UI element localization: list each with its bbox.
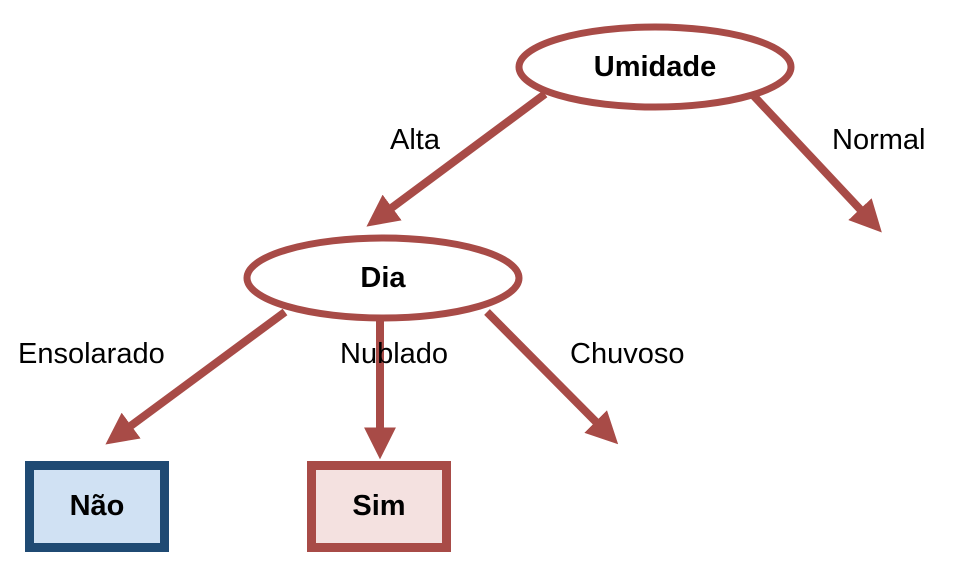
edge-label-chuvoso: Chuvoso [570, 338, 685, 370]
edge-dia-chuvoso [484, 309, 619, 445]
dia-node: Dia [360, 261, 406, 294]
edge-label-ensolarado: Ensolarado [18, 338, 165, 370]
umidade-node: Umidade [593, 50, 717, 83]
edge-umidade-normal [749, 91, 882, 233]
leaf-nao: Não [25, 461, 169, 552]
edge-label-normal: Normal [832, 124, 926, 156]
edge-label-alta: Alta [390, 124, 440, 156]
edge-dia-ensolarado [105, 308, 288, 445]
umidade-node-shape [515, 23, 795, 111]
dia-node-shape [243, 234, 523, 322]
edge-umidade-alta [366, 90, 548, 227]
leaf-sim: Sim [307, 461, 451, 552]
edge-label-nublado: Nublado [340, 338, 449, 370]
